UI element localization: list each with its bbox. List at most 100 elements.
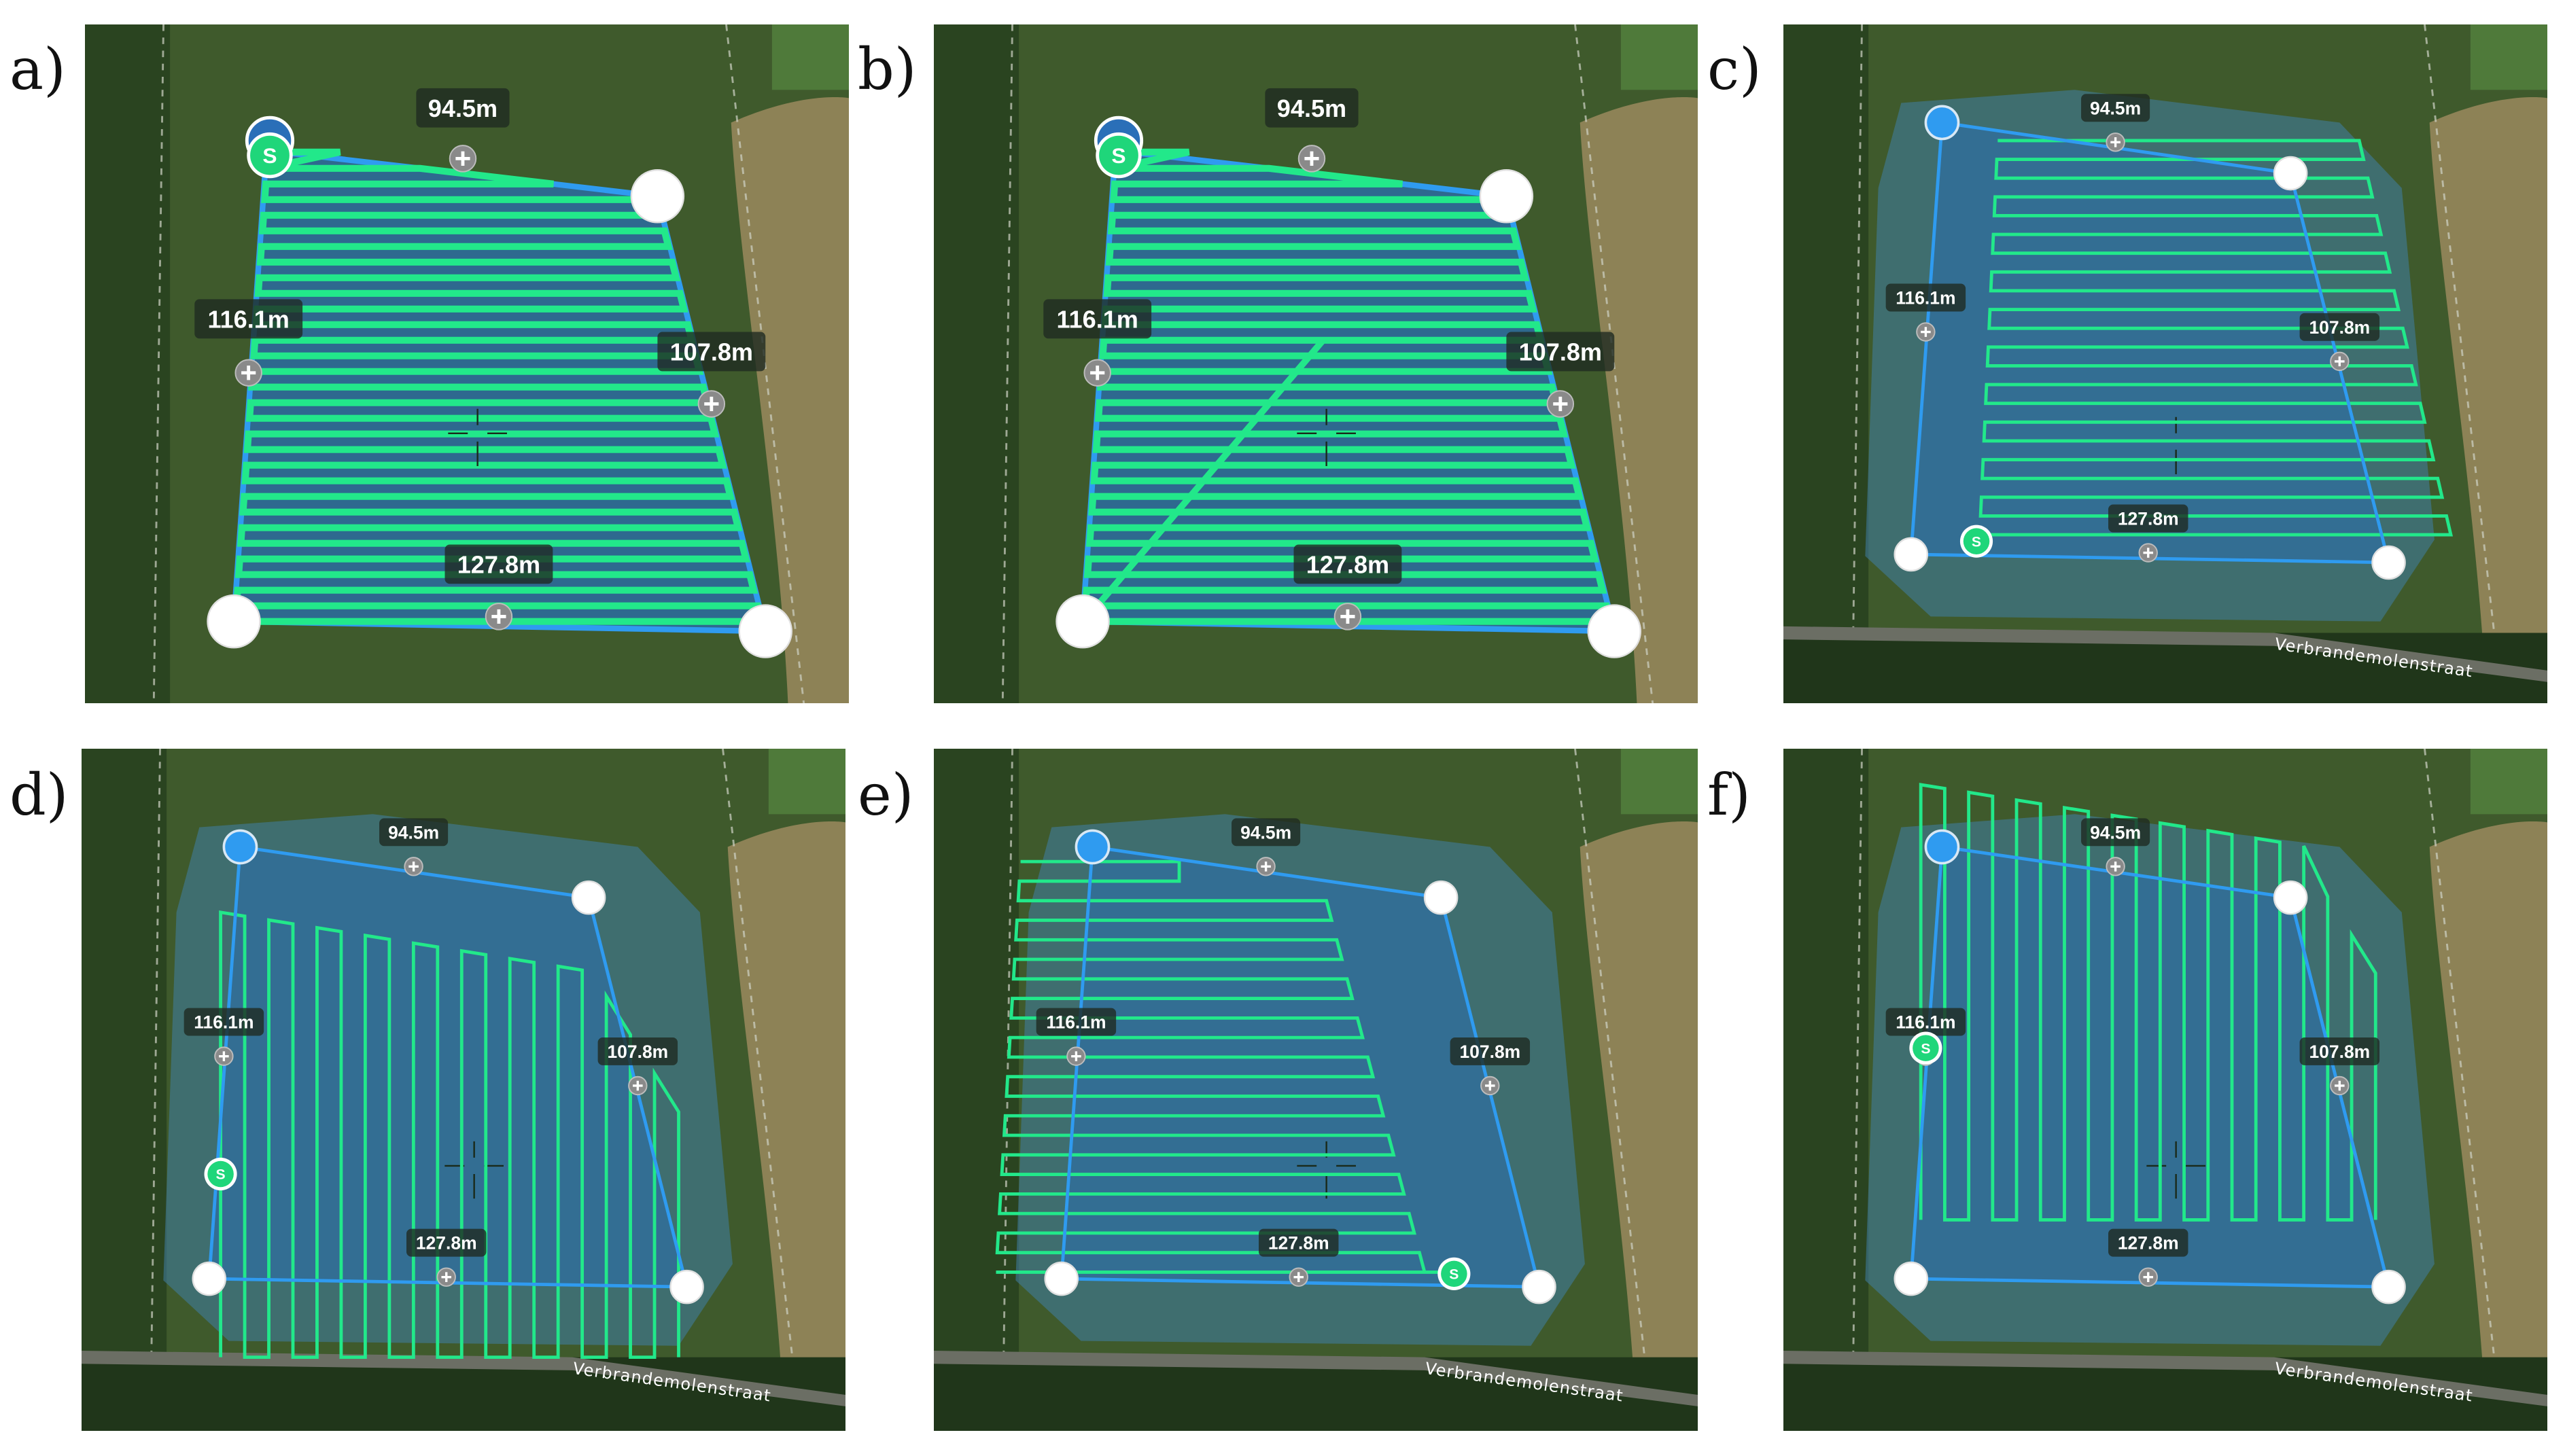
survey-area bbox=[1910, 847, 2389, 1288]
vertex-handle-bl[interactable] bbox=[1894, 537, 1929, 572]
add-vertex-midpoint-top[interactable] bbox=[1297, 145, 1326, 173]
vertex-handle-br[interactable] bbox=[1587, 604, 1641, 658]
add-vertex-midpoint-bottom[interactable] bbox=[2138, 543, 2158, 563]
edge-length-label-top: 94.5m bbox=[1265, 88, 1359, 128]
add-vertex-midpoint-top[interactable] bbox=[449, 145, 477, 173]
label-background bbox=[2299, 313, 2380, 341]
add-vertex-midpoint-top[interactable] bbox=[404, 857, 423, 876]
panel-letter-d: d) bbox=[10, 762, 69, 828]
map-center-crosshair bbox=[448, 408, 507, 466]
first-vertex-handle[interactable] bbox=[1924, 105, 1960, 141]
road bbox=[82, 1351, 845, 1406]
vertex-handle-bl[interactable] bbox=[207, 594, 261, 649]
vertex-handle-tr[interactable] bbox=[630, 169, 685, 224]
edge-length-label-top: 94.5m bbox=[2081, 818, 2150, 847]
start-marker-label: S bbox=[216, 1167, 226, 1183]
add-vertex-midpoint-top[interactable] bbox=[2106, 857, 2125, 876]
flight-path bbox=[232, 148, 766, 625]
add-vertex-midpoint-top[interactable] bbox=[2106, 132, 2125, 152]
edge-length-text: 94.5m bbox=[2090, 822, 2141, 842]
vertex-handle-br[interactable] bbox=[1522, 1269, 1556, 1304]
edge-length-text: 116.1m bbox=[1896, 1012, 1955, 1033]
plus-icon-glyph bbox=[455, 151, 470, 166]
start-icon bbox=[1963, 528, 1990, 554]
vertex-handle-bl[interactable] bbox=[192, 1261, 227, 1296]
meadow bbox=[2470, 749, 2547, 815]
add-vertex-midpoint-bottom[interactable] bbox=[436, 1267, 456, 1287]
add-vertex-midpoint-bottom[interactable] bbox=[485, 603, 513, 631]
plus-icon-glyph bbox=[1340, 609, 1355, 624]
crop-field bbox=[1580, 97, 1698, 703]
edge-length-label-bottom: 127.8m bbox=[1293, 544, 1402, 584]
add-vertex-midpoint-left[interactable] bbox=[1083, 359, 1111, 387]
tree-line-left bbox=[1783, 24, 1869, 703]
path-right bbox=[1574, 24, 1654, 703]
add-vertex-midpoint-right[interactable] bbox=[2330, 1076, 2350, 1096]
vertex-handle-tr[interactable] bbox=[571, 880, 606, 915]
label-background bbox=[184, 1008, 264, 1036]
edge-length-label-left: 116.1m bbox=[1036, 1008, 1117, 1036]
road bbox=[1783, 1351, 2547, 1406]
vertex-handle-bl[interactable] bbox=[1894, 1261, 1929, 1296]
start-marker[interactable]: S bbox=[1909, 1031, 1942, 1065]
plus-icon-glyph bbox=[1553, 396, 1568, 412]
vertex-handle-tr[interactable] bbox=[1423, 880, 1459, 915]
label-background bbox=[1885, 1008, 1966, 1036]
add-vertex-midpoint-bottom[interactable] bbox=[1333, 603, 1362, 631]
label-background bbox=[194, 299, 303, 339]
tree-line-left bbox=[934, 24, 1019, 703]
add-vertex-midpoint-left[interactable] bbox=[234, 359, 262, 387]
start-marker[interactable]: S bbox=[1096, 132, 1142, 179]
forest-bottom bbox=[934, 1357, 1698, 1431]
add-vertex-midpoint-bottom[interactable] bbox=[2138, 1267, 2158, 1287]
forest-bottom bbox=[82, 1357, 845, 1431]
vertex-handle-tr[interactable] bbox=[1479, 169, 1534, 224]
edge-length-label-top: 94.5m bbox=[2081, 94, 2150, 122]
add-vertex-midpoint-right[interactable] bbox=[1546, 390, 1575, 418]
path-left bbox=[1851, 24, 1863, 703]
plus-icon-glyph bbox=[633, 1080, 643, 1091]
label-background bbox=[1259, 1228, 1339, 1257]
flight-plan-map: Verbrandemolenstraat94.5m116.1m107.8m127… bbox=[82, 749, 845, 1431]
edge-length-text: 116.1m bbox=[194, 1012, 254, 1033]
add-vertex-midpoint-right[interactable] bbox=[628, 1076, 648, 1096]
plus-icon-glyph bbox=[1261, 862, 1271, 872]
start-marker[interactable]: S bbox=[247, 132, 293, 179]
vertex-handle-br[interactable] bbox=[2371, 1269, 2406, 1304]
vertex-handle-bl[interactable] bbox=[1044, 1261, 1079, 1296]
plus-icon-glyph bbox=[1293, 1272, 1304, 1282]
vertex-handle-br[interactable] bbox=[2371, 545, 2406, 580]
first-vertex-handle[interactable] bbox=[1924, 829, 1960, 865]
start-icon bbox=[1099, 135, 1138, 175]
vertex-handle-bl[interactable] bbox=[1055, 594, 1110, 649]
start-marker[interactable]: S bbox=[204, 1157, 237, 1191]
start-marker[interactable]: S bbox=[1959, 525, 1993, 558]
first-vertex-handle[interactable] bbox=[1075, 829, 1111, 865]
panel-letter-b: b) bbox=[858, 36, 917, 103]
start-marker-label: S bbox=[1972, 534, 1981, 550]
vertex-handle-br[interactable] bbox=[738, 604, 792, 658]
start-marker-label: S bbox=[1111, 143, 1126, 168]
edge-length-label-top: 94.5m bbox=[379, 818, 449, 847]
start-marker[interactable]: S bbox=[1437, 1257, 1471, 1290]
add-vertex-midpoint-right[interactable] bbox=[697, 390, 726, 418]
edge-length-label-right: 107.8m bbox=[2299, 1037, 2380, 1065]
plus-icon-glyph bbox=[2143, 1272, 2154, 1282]
edge-length-text: 107.8m bbox=[2309, 317, 2370, 338]
vertex-handle-tr[interactable] bbox=[2273, 156, 2308, 191]
add-vertex-midpoint-right[interactable] bbox=[2330, 351, 2350, 372]
vertex-handle-tr[interactable] bbox=[2273, 880, 2308, 915]
add-vertex-midpoint-left[interactable] bbox=[1066, 1046, 1086, 1066]
edge-length-text: 127.8m bbox=[2118, 1233, 2179, 1254]
first-vertex-handle[interactable] bbox=[222, 829, 258, 865]
edge-length-text: 94.5m bbox=[2090, 98, 2141, 118]
vertex-handle-br[interactable] bbox=[669, 1269, 704, 1304]
label-background bbox=[2081, 818, 2150, 847]
add-vertex-midpoint-top[interactable] bbox=[1256, 857, 1276, 876]
add-vertex-midpoint-left[interactable] bbox=[1916, 322, 1936, 342]
add-vertex-midpoint-bottom[interactable] bbox=[1289, 1267, 1308, 1287]
edge-length-text: 127.8m bbox=[457, 550, 540, 578]
add-vertex-midpoint-left[interactable] bbox=[214, 1046, 234, 1066]
edge-length-label-right: 107.8m bbox=[1506, 332, 1615, 372]
add-vertex-midpoint-right[interactable] bbox=[1480, 1076, 1500, 1096]
